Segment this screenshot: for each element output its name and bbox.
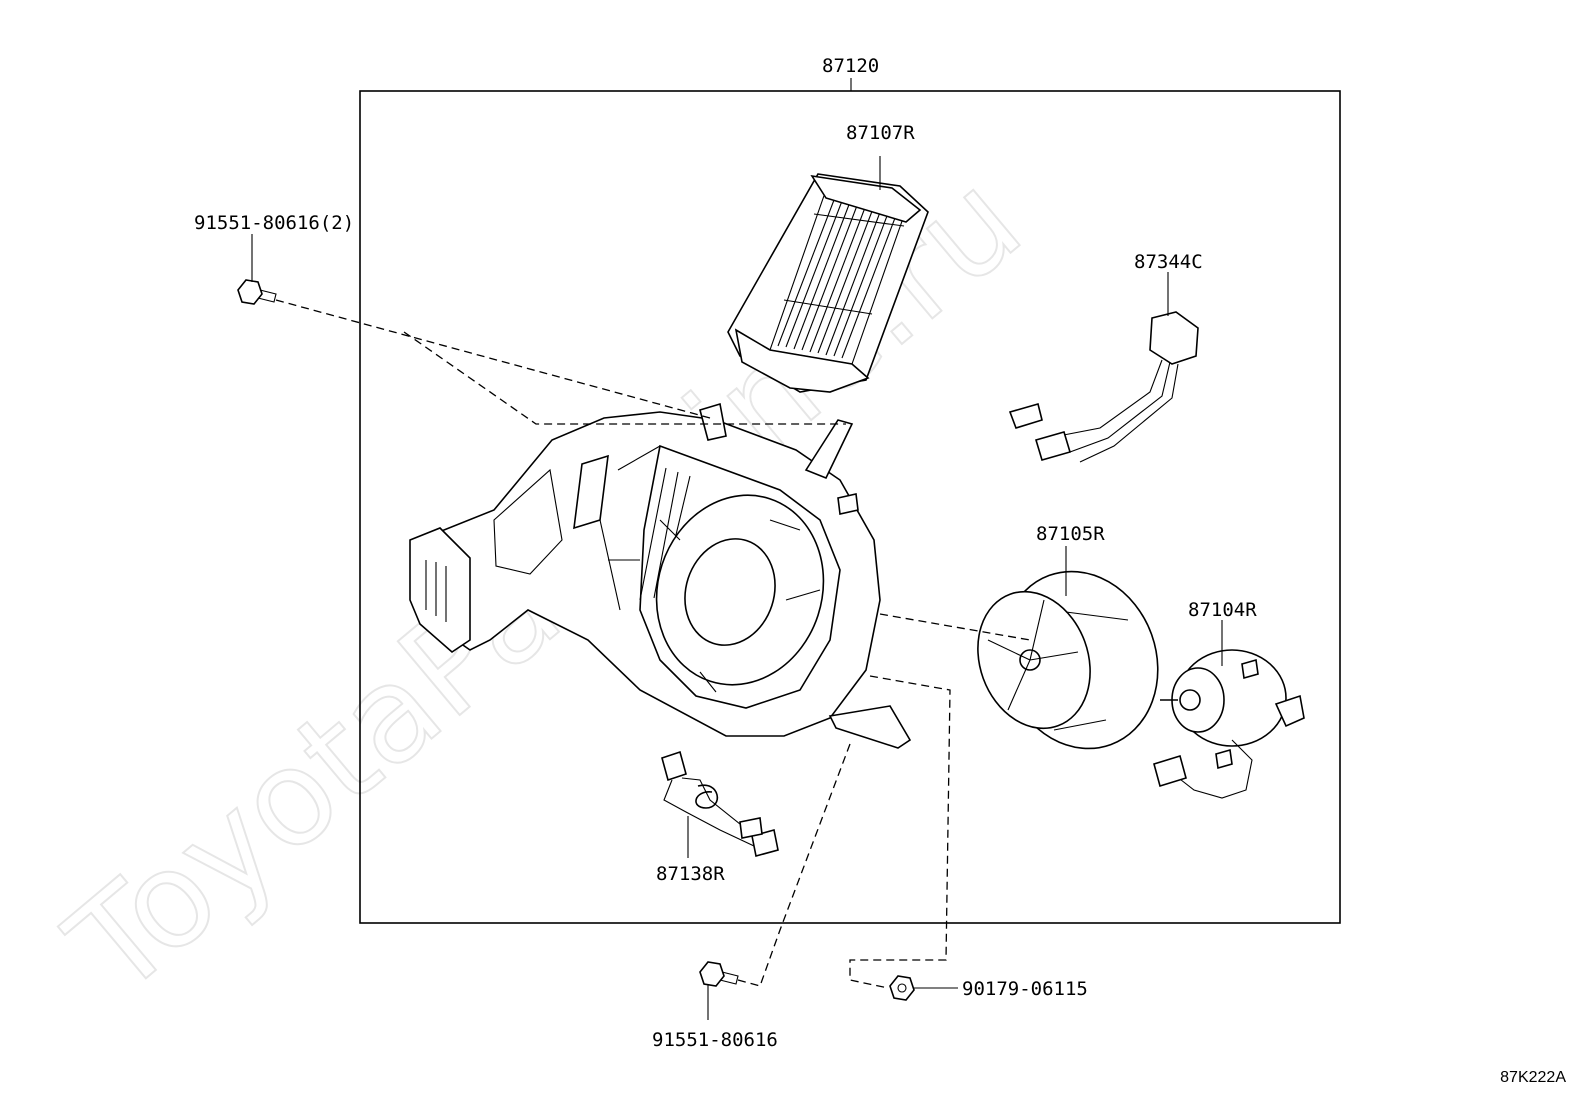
label-fan[interactable]: 87105R: [1036, 523, 1105, 545]
wire-harness-part[interactable]: [661, 750, 779, 857]
label-wire-harness[interactable]: 87138R: [656, 863, 725, 885]
blower-case[interactable]: [409, 402, 912, 749]
label-radiator[interactable]: 87107R: [846, 122, 915, 144]
label-resistor[interactable]: 87344C: [1134, 251, 1203, 273]
label-nut[interactable]: 90179-06115: [962, 978, 1088, 1000]
bolt-bottom-part[interactable]: [699, 961, 739, 987]
label-bolt-bottom[interactable]: 91551-80616: [652, 1029, 778, 1051]
bolt-top-left-part[interactable]: [237, 279, 277, 305]
radiator-part[interactable]: [727, 173, 929, 393]
fan-part[interactable]: [959, 549, 1182, 770]
assembly-frame: [359, 90, 1341, 924]
motor-part[interactable]: [1153, 649, 1305, 799]
guide-lines: [275, 299, 1031, 989]
leader-lines: [251, 156, 1223, 1020]
nut-part[interactable]: [889, 975, 915, 1001]
resistor-part[interactable]: [1008, 311, 1199, 463]
diagram-id: 87K222A: [1500, 1069, 1566, 1086]
label-assembly[interactable]: 87120: [822, 55, 879, 77]
label-motor[interactable]: 87104R: [1188, 599, 1257, 621]
label-bolt-top-left[interactable]: 91551-80616(2): [194, 212, 354, 234]
